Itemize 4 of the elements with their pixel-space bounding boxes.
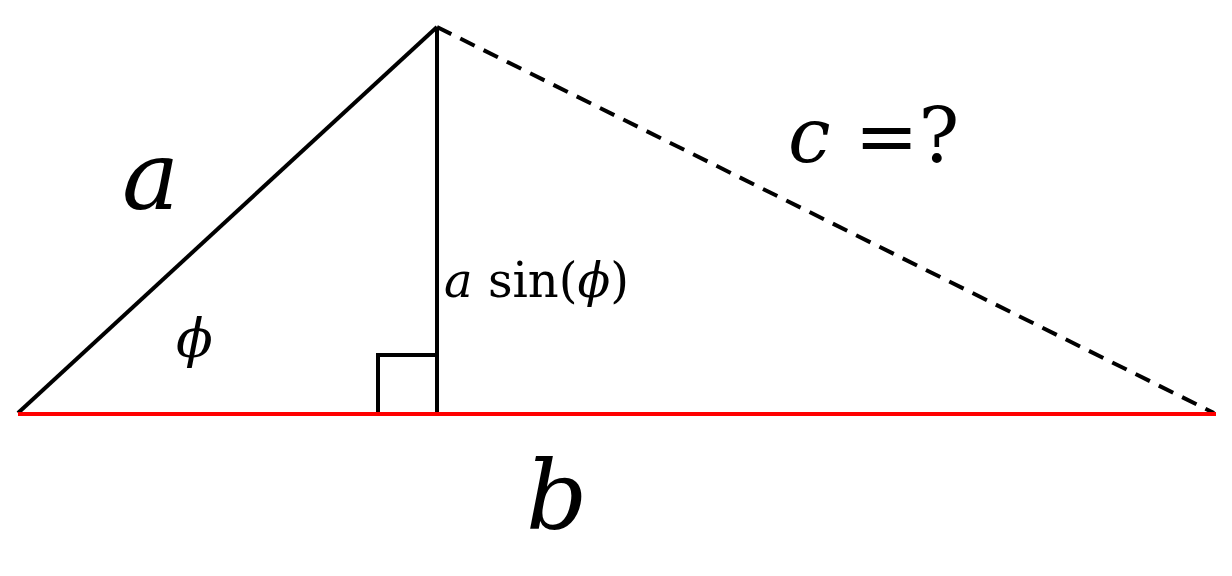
angle-label: ϕ	[176, 312, 213, 366]
side-label: b	[526, 448, 588, 544]
side-label: a	[122, 128, 180, 224]
side-label: c =?	[788, 98, 960, 174]
